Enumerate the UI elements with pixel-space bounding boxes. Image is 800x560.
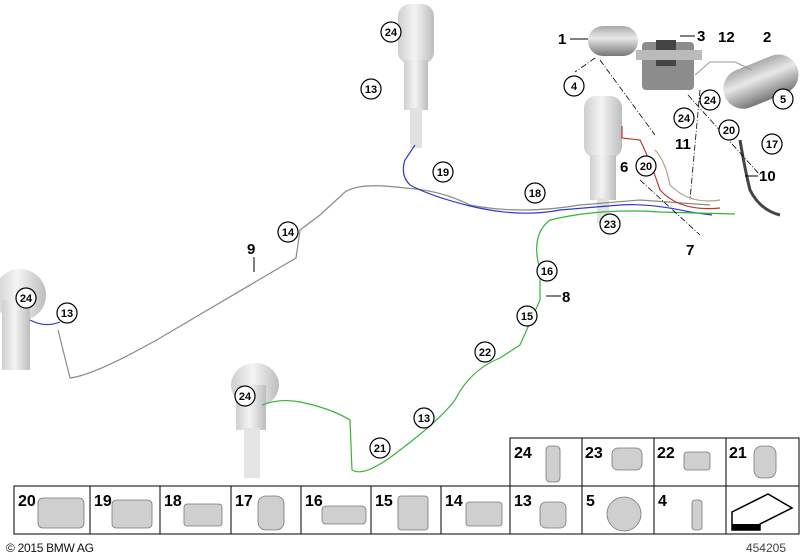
table-part-number: 4 [658, 493, 667, 510]
air-line-12 [694, 61, 753, 76]
callout-4: 4 [571, 81, 578, 93]
callout-24: 24 [678, 113, 691, 125]
table-part-number: 5 [586, 493, 595, 510]
label-12: 12 [718, 29, 735, 46]
callout-24: 24 [385, 27, 398, 39]
diagram-id: 454205 [745, 541, 786, 555]
air-line-8 [261, 210, 736, 473]
label-11: 11 [675, 136, 691, 153]
table-part-number: 16 [305, 493, 323, 510]
parts-table [13, 437, 800, 535]
leader-lines [574, 57, 761, 236]
table-part-number: 23 [585, 445, 603, 462]
callout-5: 5 [780, 94, 786, 106]
callout-24: 24 [704, 95, 717, 107]
label-9: 9 [247, 241, 255, 258]
table-part-number: 19 [94, 493, 112, 510]
callout-15: 15 [521, 311, 533, 323]
table-part-number: 13 [514, 493, 532, 510]
callout-16: 16 [541, 266, 553, 278]
air-line-9 [57, 185, 711, 379]
callout-21: 21 [374, 443, 386, 455]
air-strut-front-right [584, 96, 622, 223]
label-6: 6 [620, 159, 628, 176]
pressure-reservoir-1 [588, 26, 638, 56]
air-line-13-front-left [402, 144, 713, 216]
air-line-11 [654, 149, 721, 202]
callout-14: 14 [282, 227, 295, 239]
table-part-number: 15 [375, 493, 393, 510]
air-strut-front-left [398, 4, 434, 148]
air-line-13-rear-left [29, 319, 61, 326]
callout-13: 13 [365, 84, 377, 96]
callout-22: 22 [479, 347, 491, 359]
table-part-number: 20 [18, 493, 36, 510]
callout-23: 23 [604, 219, 616, 231]
copyright: © 2015 BMW AG [6, 541, 94, 555]
callout-13: 13 [61, 308, 73, 320]
circled-labels [15, 21, 794, 459]
air-strut-rear-right [231, 363, 279, 478]
table-part-number: 18 [164, 493, 182, 510]
label-1: 1 [558, 31, 566, 48]
table-part-number: 17 [235, 493, 253, 510]
callout-17: 17 [766, 139, 778, 151]
label-2: 2 [763, 29, 771, 46]
callout-20: 20 [640, 161, 652, 173]
label-8: 8 [562, 289, 570, 306]
air-strut-rear-left [0, 269, 46, 370]
arrow-base [732, 524, 760, 530]
callout-20: 20 [723, 125, 735, 137]
label-3: 3 [697, 28, 705, 45]
table-part-number: 21 [729, 445, 747, 462]
table-part-number: 14 [445, 493, 463, 510]
table-part-number: 24 [514, 445, 532, 462]
table-part-number: 22 [657, 445, 675, 462]
valve-block-3 [636, 40, 702, 90]
callout-24: 24 [239, 391, 252, 403]
label-10: 10 [759, 168, 776, 185]
callout-18: 18 [529, 188, 541, 200]
callout-19: 19 [437, 167, 449, 179]
part-thumbnails [37, 445, 777, 532]
callout-24: 24 [20, 293, 33, 305]
air-line-6 [621, 126, 721, 210]
callout-13: 13 [418, 413, 430, 425]
label-7: 7 [686, 242, 694, 259]
